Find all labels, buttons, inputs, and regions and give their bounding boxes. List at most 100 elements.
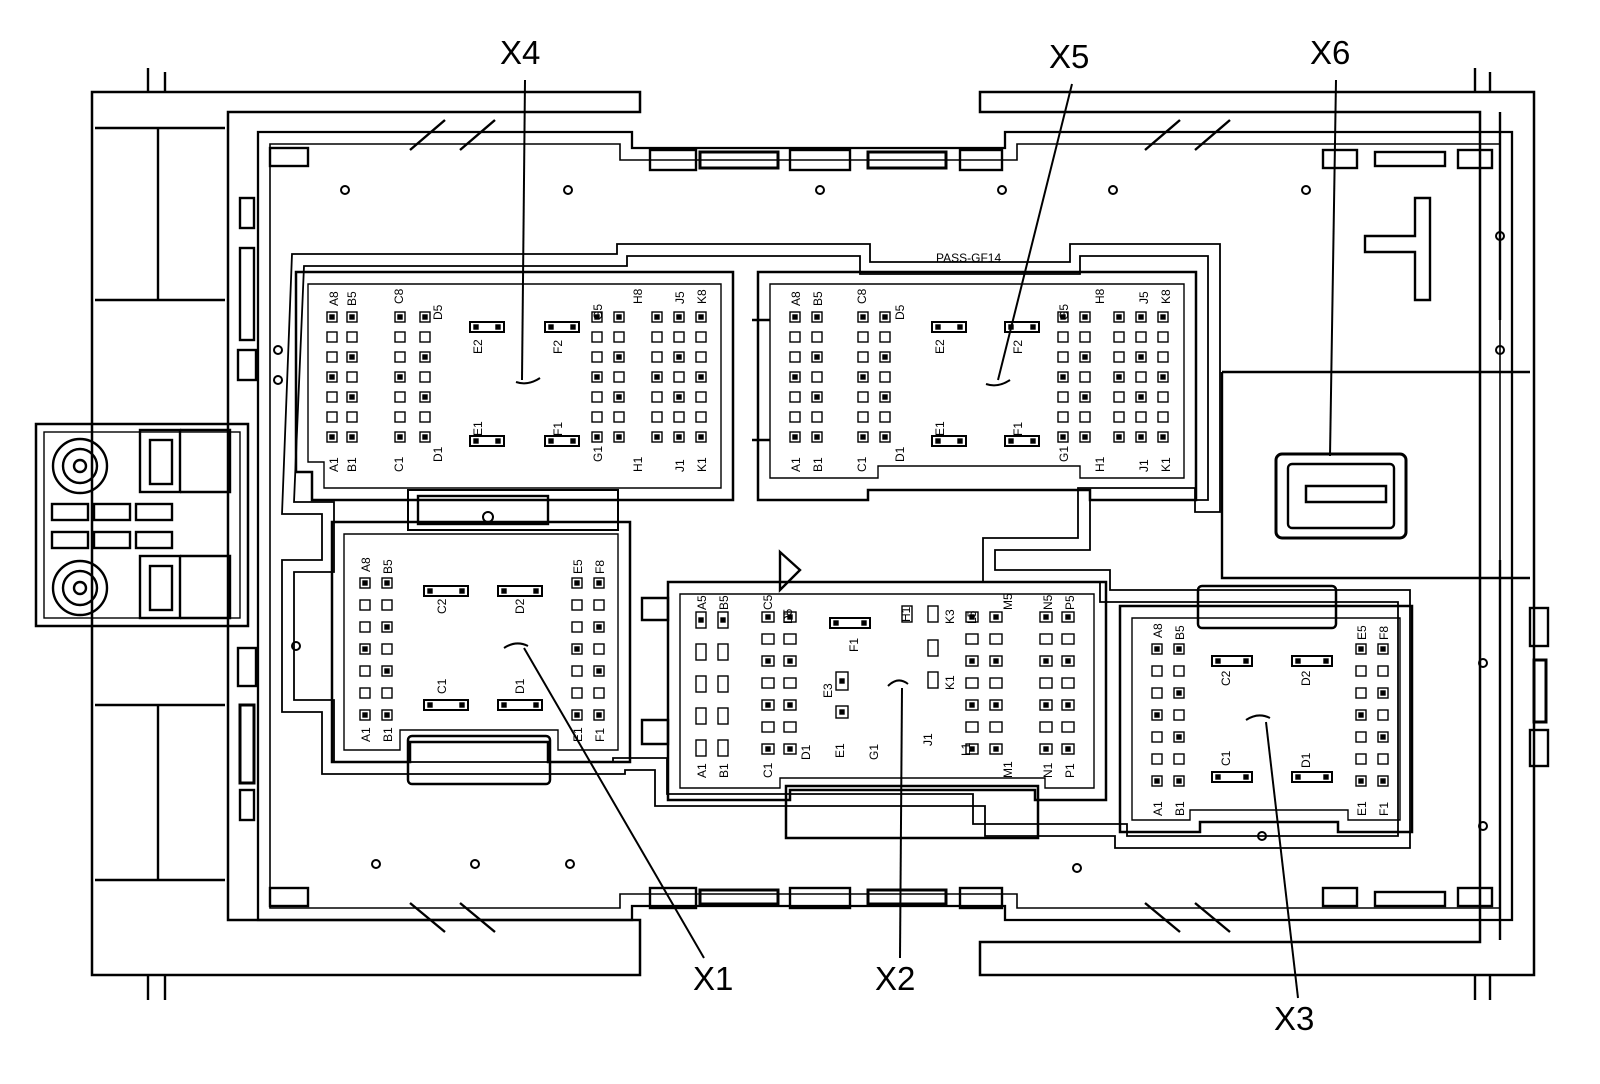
pin-cavity: [673, 371, 685, 383]
pin-label: N5: [1041, 594, 1055, 610]
pin-cavity: [1079, 411, 1091, 423]
pin-cavity: [359, 599, 371, 611]
pin-cavity: [965, 677, 979, 689]
pin-cavity: [1135, 431, 1147, 443]
pin-label: H1: [899, 606, 913, 622]
pin-cavity: [673, 311, 685, 323]
fuse-slot-terminal: [935, 324, 941, 330]
pin-label: J1: [673, 459, 687, 472]
pin-cavity: [1173, 687, 1185, 699]
pin-label: B5: [381, 559, 395, 574]
pin-cavity: [783, 655, 797, 667]
pin-cavity: [789, 431, 801, 443]
pin-cavity-terminal: [765, 658, 771, 664]
pin-cavity-terminal: [654, 374, 660, 380]
pin-cavity: [1057, 311, 1069, 323]
pin-cavity: [761, 655, 775, 667]
pin-label: D5: [781, 608, 795, 624]
pin-cavity: [593, 687, 605, 699]
pin-cavity: [783, 721, 797, 733]
pin-cavity: [965, 655, 979, 667]
pin-label: F2: [551, 340, 565, 354]
pin-cavity: [1057, 331, 1069, 343]
pin-label: F1: [551, 422, 565, 436]
pin-cavity: [326, 391, 338, 403]
pin-cavity: [989, 721, 1003, 733]
pin-cavity-terminal: [422, 434, 428, 440]
pin-cavity: [811, 331, 823, 343]
pin-label: A1: [359, 727, 373, 742]
pin-cavity: [1355, 643, 1367, 655]
pin-cavity-terminal: [654, 434, 660, 440]
pin-label: K1: [943, 675, 957, 690]
pin-cavity-terminal: [596, 668, 602, 674]
pin-cavity-terminal: [1154, 712, 1160, 718]
pin-cavity: [591, 431, 603, 443]
pin-cavity: [927, 605, 939, 623]
fuse-slot-terminal: [1008, 438, 1014, 444]
pin-cavity: [346, 331, 358, 343]
pin-label: A1: [1151, 801, 1165, 816]
pin-cavity: [359, 709, 371, 721]
pin-cavity: [571, 665, 583, 677]
pin-cavity: [651, 371, 663, 383]
pin-cavity: [1079, 431, 1091, 443]
pin-cavity: [673, 411, 685, 423]
pin-cavity: [789, 351, 801, 363]
pin-label: E5: [1355, 625, 1369, 640]
pin-cavity-terminal: [1160, 434, 1166, 440]
pin-cavity-terminal: [1043, 702, 1049, 708]
pin-cavity: [346, 371, 358, 383]
pin-label: E1: [1355, 801, 1369, 816]
pin-cavity: [1173, 731, 1185, 743]
pin-cavity-terminal: [676, 354, 682, 360]
pin-cavity: [673, 351, 685, 363]
pin-cavity-terminal: [616, 434, 622, 440]
pin-cavity: [965, 633, 979, 645]
pin-cavity: [695, 411, 707, 423]
pin-label: A5: [695, 595, 709, 610]
pin-label: B5: [717, 595, 731, 610]
pin-cavity: [1113, 411, 1125, 423]
pin-cavity-terminal: [792, 314, 798, 320]
pin-cavity: [613, 371, 625, 383]
pin-cavity: [989, 699, 1003, 711]
pin-cavity-terminal: [349, 434, 355, 440]
pin-cavity: [789, 311, 801, 323]
pin-cavity: [419, 371, 431, 383]
pin-cavity: [989, 633, 1003, 645]
pin-cavity-terminal: [1176, 646, 1182, 652]
pin-cavity: [591, 351, 603, 363]
top-rail: [409, 119, 1231, 933]
pin-cavity: [761, 699, 775, 711]
pin-cavities: [326, 311, 1389, 787]
pin-cavity: [695, 675, 707, 693]
leader-lines: [521, 79, 1337, 999]
leader-line-x1: [523, 647, 705, 959]
pin-cavity-terminal: [1358, 712, 1364, 718]
pin-cavity: [1173, 775, 1185, 787]
pin-label: H8: [1093, 288, 1107, 304]
fuse-slot-terminal: [1323, 774, 1329, 780]
pin-cavity-terminal: [698, 617, 704, 623]
fuse-slot-terminal: [1243, 658, 1249, 664]
pin-cavity-terminal: [1065, 658, 1071, 664]
pin-label: G1: [1057, 446, 1071, 462]
pin-cavity-terminal: [1116, 434, 1122, 440]
pin-cavity: [1173, 753, 1185, 765]
pin-cavity-terminal: [1043, 614, 1049, 620]
pin-label: D1: [513, 678, 527, 694]
fuse-slot-terminal: [1323, 658, 1329, 664]
pin-cavity: [1135, 391, 1147, 403]
pin-cavity-terminal: [993, 614, 999, 620]
pin-cavity: [1039, 633, 1053, 645]
fuse-slot-terminal: [495, 324, 501, 330]
pin-cavity: [989, 611, 1003, 623]
pin-cavity: [326, 351, 338, 363]
connector-x1: [330, 489, 632, 786]
pin-cavity: [1173, 709, 1185, 721]
pin-cavity: [989, 655, 1003, 667]
pin-cavity: [1157, 331, 1169, 343]
pin-cavity: [1157, 391, 1169, 403]
pin-cavity: [571, 577, 583, 589]
